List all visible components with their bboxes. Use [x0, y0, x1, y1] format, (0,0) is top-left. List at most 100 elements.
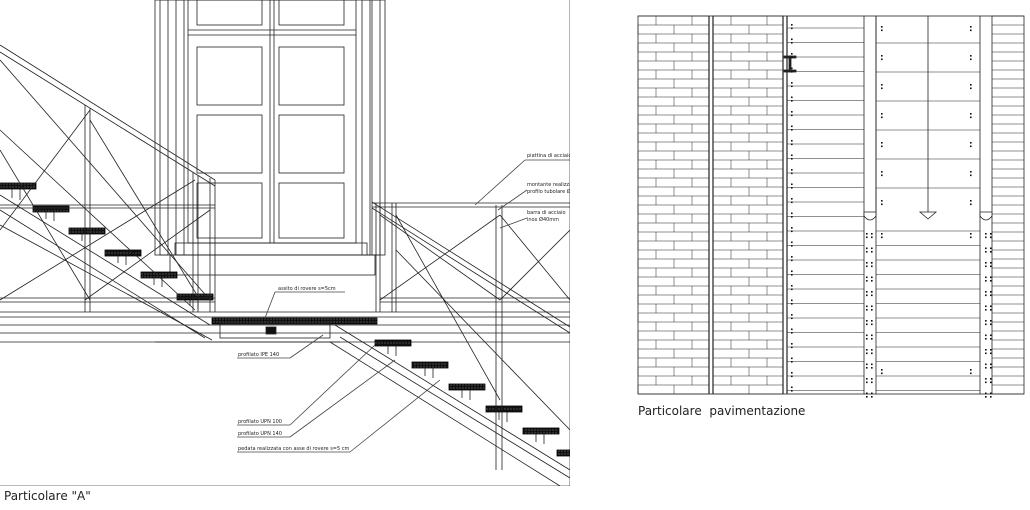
fixing-dot	[970, 236, 972, 239]
fixing-dot	[871, 265, 873, 268]
fixing-dot	[970, 171, 972, 173]
fixing-dot	[881, 174, 883, 177]
fixing-dot	[791, 386, 793, 389]
door-facade	[154, 0, 386, 276]
fixing-dot	[866, 396, 868, 398]
fixing-dot	[866, 276, 868, 279]
fixing-dot	[791, 299, 793, 302]
fixing-dot	[791, 343, 793, 345]
fixing-dot	[866, 320, 868, 322]
fixing-dot	[866, 349, 868, 351]
fixing-dot	[985, 363, 987, 366]
fixing-dot	[985, 378, 987, 380]
landing-slab	[0, 311, 570, 343]
fixing-dot	[866, 294, 868, 297]
fixing-dot	[791, 328, 793, 331]
fixing-dot	[791, 96, 793, 99]
fixing-dot	[881, 171, 883, 173]
fixing-dot	[871, 247, 873, 250]
fixing-dot	[970, 113, 972, 115]
fixing-dot	[871, 392, 873, 395]
fixing-dot	[985, 233, 987, 235]
fixing-dot	[881, 236, 883, 239]
fixing-dot	[990, 233, 992, 235]
annotation-montante-2: profilo tubolare Ø130x4mm	[527, 188, 596, 195]
fixing-dot	[791, 111, 793, 113]
fixing-dot	[791, 172, 793, 175]
fixing-dot	[791, 375, 793, 378]
caption-particolare-a: Particolare "A"	[4, 489, 91, 503]
fixing-dot	[871, 251, 873, 253]
fixing-dot	[970, 203, 972, 206]
fixing-dot	[791, 82, 793, 84]
fixing-dot	[881, 84, 883, 86]
annotation-barra-1: barra di acciaio	[527, 210, 566, 216]
fixing-dot	[990, 262, 992, 264]
fixing-dot	[791, 357, 793, 360]
fixing-dot	[881, 26, 883, 28]
fixing-dot	[791, 256, 793, 258]
detail-a-drawing: piattina di acciaio zincato s=5mm montan…	[0, 0, 596, 486]
fixing-dot	[881, 113, 883, 115]
annotation-upn140: profilato UPN 140	[238, 431, 282, 437]
fixing-dot	[881, 200, 883, 202]
fixing-dot	[871, 262, 873, 264]
fixing-dot	[871, 352, 873, 355]
fixing-dot	[866, 392, 868, 395]
fixing-dot	[881, 372, 883, 375]
fixing-dot	[866, 247, 868, 250]
fixing-dot	[990, 396, 992, 398]
lower-stair	[329, 324, 570, 486]
fixing-dot	[990, 247, 992, 250]
annotation-pedata: pedata realizzata con asse di rovere s=5…	[238, 446, 350, 452]
annotation-montante-1: montante realizzato con	[527, 182, 588, 188]
annotation-upn100: profilato UPN 100	[238, 419, 282, 425]
fixing-dot	[791, 67, 793, 70]
fixing-dot	[791, 27, 793, 30]
fixing-dot	[970, 142, 972, 144]
fixing-dot	[791, 390, 793, 392]
fixing-dot	[871, 309, 873, 311]
fixing-dot	[791, 158, 793, 160]
fixing-dot	[881, 29, 883, 32]
fixing-dot	[791, 227, 793, 229]
fixing-dot	[791, 245, 793, 247]
fixing-dot	[866, 381, 868, 384]
fixing-dot	[791, 187, 793, 189]
fixing-dot	[985, 280, 987, 282]
fixing-dot	[791, 183, 793, 186]
fixing-dot	[871, 320, 873, 322]
fixing-dot	[970, 145, 972, 148]
fixing-dot	[871, 233, 873, 235]
fixing-dot	[871, 363, 873, 366]
fixing-dot	[985, 352, 987, 355]
caption-particolare-pavimentazione: Particolare pavimentazione	[638, 404, 806, 418]
fixing-dot	[990, 334, 992, 337]
fixing-dot	[791, 314, 793, 316]
fixing-dot	[990, 367, 992, 369]
fixing-dot	[791, 38, 793, 41]
fixing-dot	[970, 233, 972, 235]
fixing-dot	[985, 396, 987, 398]
fixing-dot	[985, 309, 987, 311]
fixing-dot	[866, 305, 868, 308]
fixing-dot	[791, 100, 793, 102]
fixing-dot	[791, 230, 793, 233]
fixing-dot	[970, 55, 972, 57]
fixing-dot	[866, 236, 868, 239]
fixing-dot	[866, 291, 868, 293]
fixing-dot	[791, 274, 793, 276]
fixing-dot	[990, 309, 992, 311]
fixing-dot	[881, 142, 883, 144]
fixing-dot	[990, 291, 992, 293]
fixing-dot	[985, 291, 987, 293]
fixing-dot	[871, 294, 873, 297]
fixing-dot	[881, 145, 883, 148]
fixing-dot	[866, 367, 868, 369]
fixing-dot	[990, 320, 992, 322]
fixing-dot	[866, 378, 868, 380]
fixing-dot	[881, 58, 883, 61]
fixing-dot	[791, 372, 793, 374]
fixing-dot	[881, 87, 883, 90]
fixing-dot	[871, 236, 873, 239]
